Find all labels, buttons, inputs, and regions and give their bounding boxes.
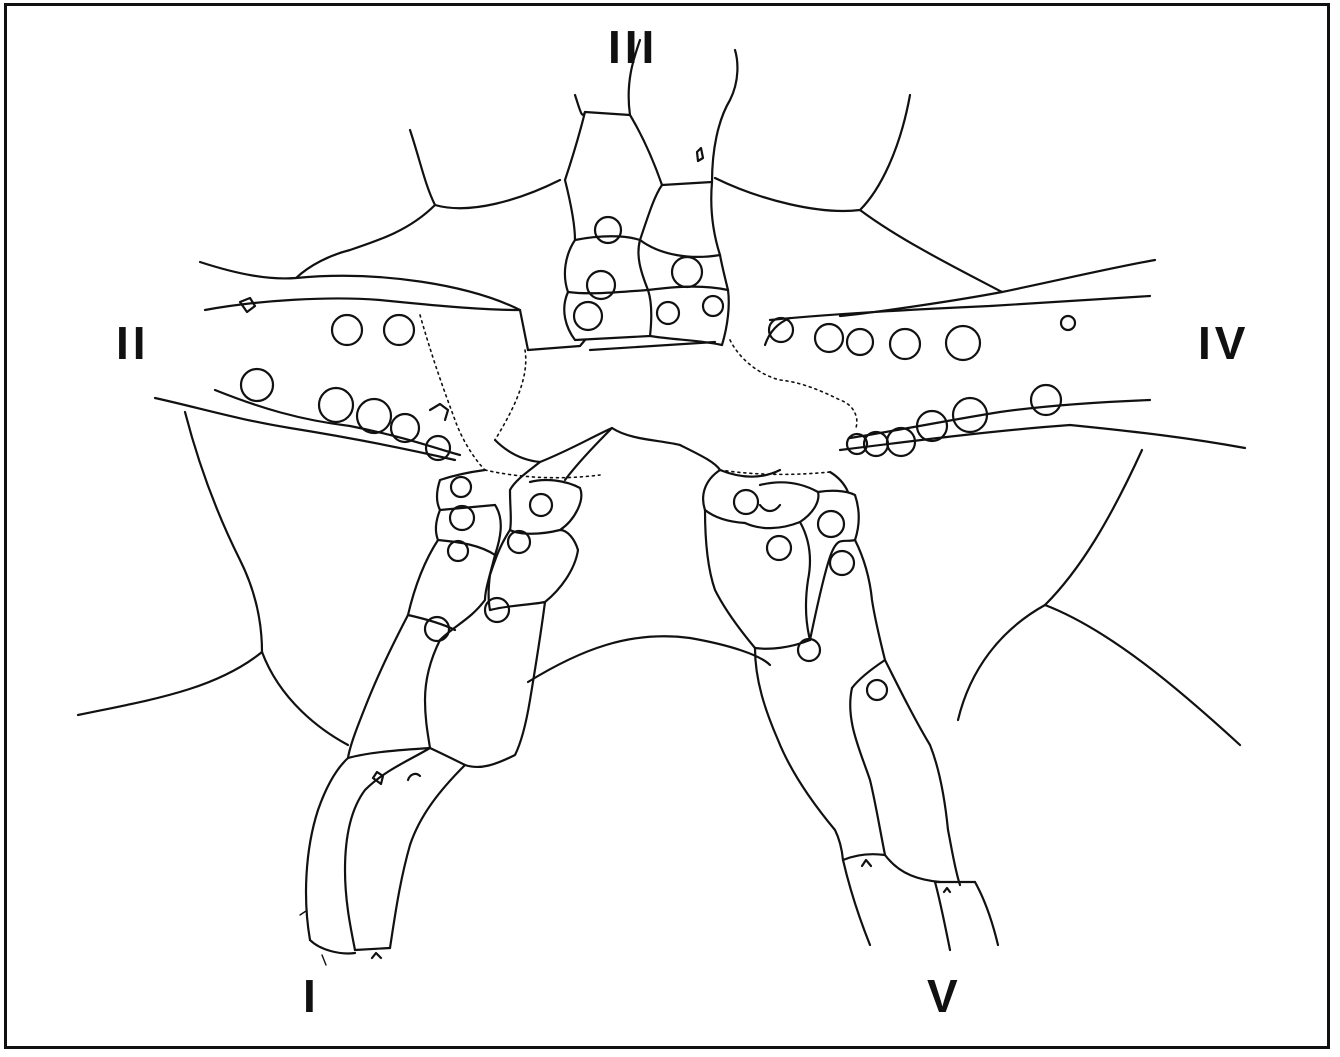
arm-label-V: V: [927, 973, 962, 1019]
scale-ticks: [300, 911, 326, 965]
arm-label-I: I: [303, 973, 320, 1019]
arm-II-cells: [205, 298, 528, 460]
arm-V-cells: [703, 470, 998, 950]
arm-I-cells: [306, 462, 581, 958]
arm-label-III: III: [608, 24, 658, 70]
arm-III-cells: [528, 40, 737, 350]
arm-label-IV: IV: [1198, 320, 1249, 366]
arm-label-II: II: [116, 320, 150, 366]
background-cell-walls: [78, 95, 1245, 745]
central-region: [420, 315, 857, 480]
arm-IV-cells: [765, 296, 1150, 456]
